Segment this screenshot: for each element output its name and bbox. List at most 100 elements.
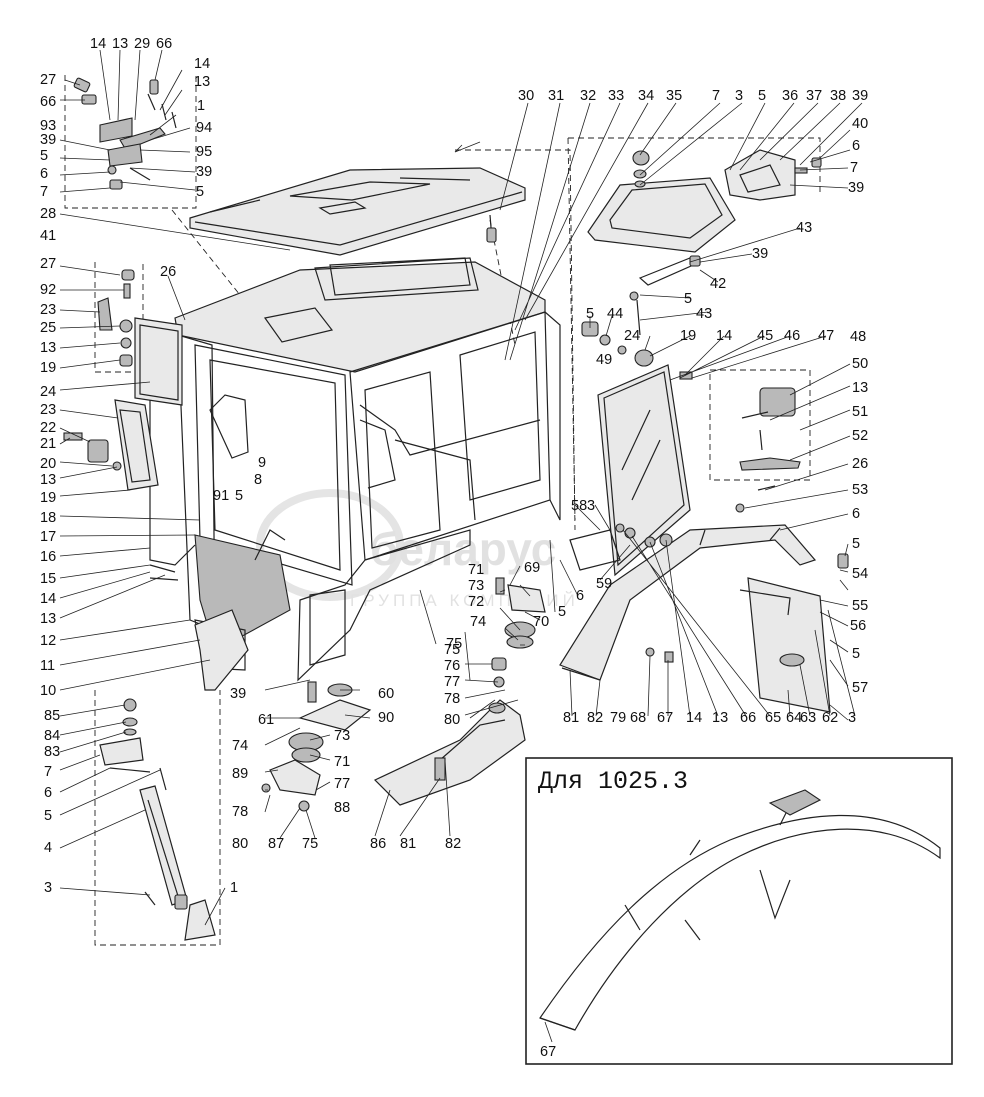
callout-label: 14 <box>716 328 732 344</box>
callout-label: 14 <box>686 710 702 726</box>
callout-label: 44 <box>607 306 623 322</box>
callout-label: 15 <box>40 571 56 587</box>
callout-label: 30 <box>518 88 534 104</box>
callout-label: 3 <box>848 710 856 726</box>
callout-label: 81 <box>400 836 416 852</box>
callout-label: 5 <box>758 88 766 104</box>
callout-label: 4 <box>44 840 52 856</box>
callout-label: 85 <box>44 708 60 724</box>
callout-label: 11 <box>40 658 55 674</box>
callout-label: 66 <box>156 36 172 52</box>
callout-label: 5 <box>852 536 860 552</box>
callout-label: 37 <box>806 88 822 104</box>
inset-fender <box>539 789 941 1043</box>
callout-label: 24 <box>624 328 640 344</box>
callout-label: 77 <box>334 776 350 792</box>
callout-label: 79 <box>610 710 626 726</box>
callout-label: 3 <box>735 88 743 104</box>
callout-label: 78 <box>232 804 248 820</box>
callout-label: 39 <box>230 686 246 702</box>
callout-label: 6 <box>852 506 860 522</box>
callout-label: 35 <box>666 88 682 104</box>
callout-label: 46 <box>784 328 800 344</box>
callout-label: 90 <box>378 710 394 726</box>
callout-label: 87 <box>268 836 284 852</box>
callout-label: 5 <box>40 148 48 164</box>
callout-label: 65 <box>765 710 781 726</box>
callout-label: 1 <box>197 98 205 114</box>
callout-label: 93 <box>40 118 56 134</box>
callout-label: 13 <box>40 472 56 488</box>
callout-label: 75 <box>302 836 318 852</box>
callout-label: 13 <box>40 340 56 356</box>
callout-label: 2 <box>0 0 8 4</box>
callout-label: 50 <box>852 356 868 372</box>
callout-label: 89 <box>232 766 248 782</box>
callout-label: 1 <box>230 880 238 896</box>
callout-label: 16 <box>40 549 56 565</box>
callout-label: 5 <box>684 291 692 307</box>
callout-label: 8 <box>254 472 262 488</box>
callout-label: 58 <box>571 498 587 514</box>
callout-label: 12 <box>40 633 56 649</box>
gas-strut-assembly <box>99 698 216 941</box>
callout-label: 70 <box>533 614 549 630</box>
callout-label: 94 <box>196 120 212 136</box>
hinge-assembly <box>73 77 177 190</box>
callout-label: 13 <box>112 36 128 52</box>
callout-label: 14 <box>40 591 56 607</box>
callout-label: 23 <box>40 402 56 418</box>
callout-label: 81 <box>563 710 579 726</box>
callout-label: 73 <box>334 728 350 744</box>
callout-label: 61 <box>258 712 274 728</box>
cab-roof <box>189 167 526 256</box>
callout-label: 75 <box>446 636 462 652</box>
callout-label: 39 <box>196 164 212 180</box>
callout-label: 53 <box>852 482 868 498</box>
callout-label: 31 <box>548 88 564 104</box>
callout-label: 22 <box>40 420 56 436</box>
callout-label: 24 <box>40 384 56 400</box>
callout-label: 43 <box>696 306 712 322</box>
callout-label: 66 <box>740 710 756 726</box>
callout-label: 13 <box>40 611 56 627</box>
callout-label: 3 <box>587 498 595 514</box>
callout-label: 10 <box>40 683 56 699</box>
callout-label: 38 <box>830 88 846 104</box>
callout-label: 34 <box>638 88 654 104</box>
callout-label: 7 <box>40 184 48 200</box>
callout-label: 5 <box>44 808 52 824</box>
callout-label: 4 <box>0 0 8 4</box>
callout-label: 68 <box>630 710 646 726</box>
callout-label: 62 <box>822 710 838 726</box>
callout-label: 72 <box>468 594 484 610</box>
callout-label: 76 <box>444 658 460 674</box>
callout-label: 43 <box>796 220 812 236</box>
callout-label: 56 <box>850 618 866 634</box>
callout-label: 74 <box>470 614 486 630</box>
callout-label: 9 <box>258 455 266 471</box>
callout-label: 1 <box>0 0 8 4</box>
callout-label: 36 <box>782 88 798 104</box>
heater-housing <box>581 149 822 367</box>
callout-label: 88 <box>334 800 350 816</box>
callout-label: 63 <box>800 710 816 726</box>
callout-label: 13 <box>712 710 728 726</box>
leader-lines <box>59 49 863 926</box>
callout-label: 64 <box>786 710 802 726</box>
callout-label: 39 <box>40 132 56 148</box>
callout-label: 19 <box>680 328 696 344</box>
inset-callout: 67 <box>540 1044 556 1060</box>
callout-label: 6 <box>44 785 52 801</box>
callout-label: 45 <box>757 328 773 344</box>
callout-label: 48 <box>850 329 866 345</box>
callout-label: 60 <box>378 686 394 702</box>
callout-label: 84 <box>44 728 60 744</box>
callout-label: 71 <box>334 754 350 770</box>
callout-label: 13 <box>852 380 868 396</box>
callout-label: 13 <box>194 74 210 90</box>
callout-label: 21 <box>40 436 56 452</box>
cab-frame <box>87 257 561 682</box>
callout-label: 67 <box>657 710 673 726</box>
